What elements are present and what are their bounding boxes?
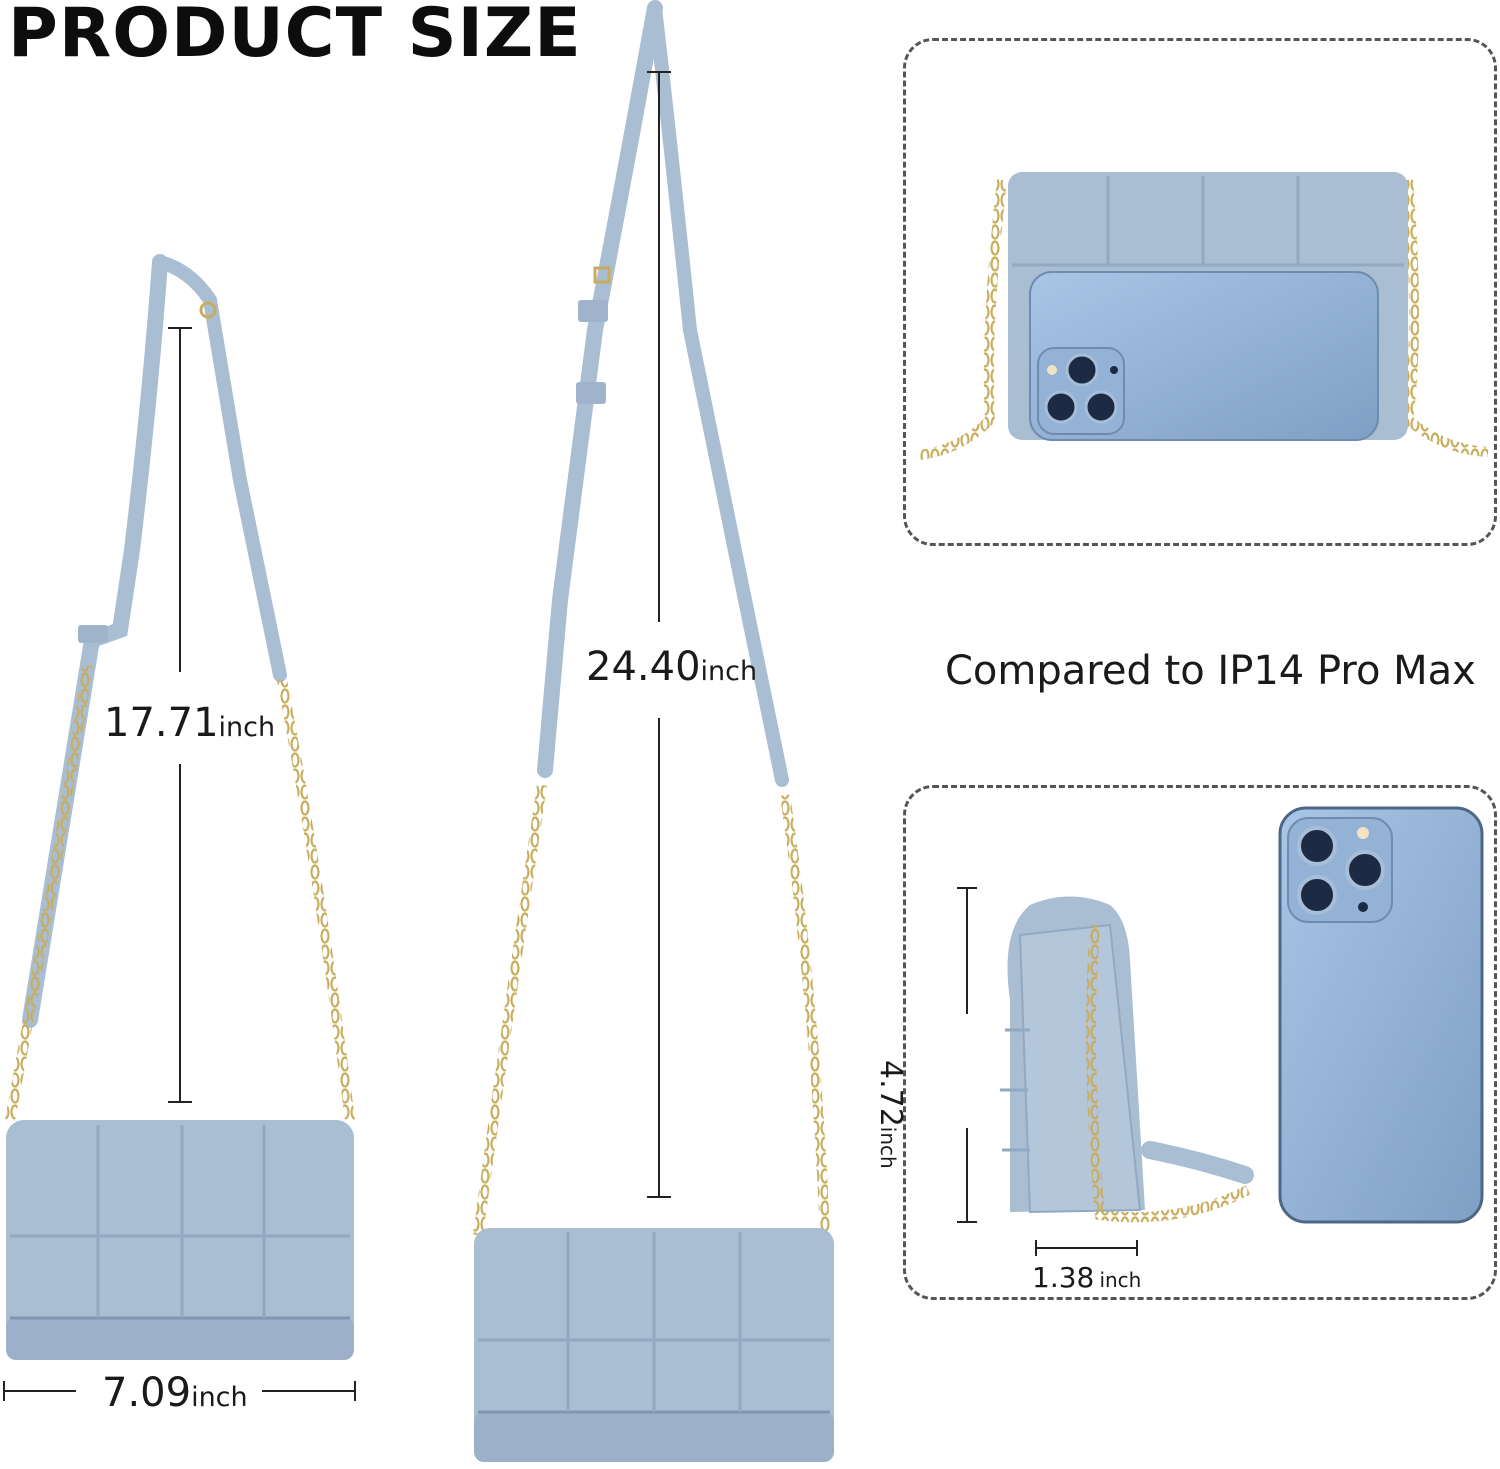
height-unit: inch bbox=[876, 1126, 900, 1169]
side-view-panel bbox=[903, 785, 1497, 1300]
depth-unit: inch bbox=[1099, 1268, 1142, 1292]
depth-value: 1.38 bbox=[1032, 1261, 1095, 1294]
strap-short-value: 17.71 bbox=[104, 700, 219, 746]
strap-long-dimension: 24.40inch bbox=[586, 644, 757, 690]
left-bag bbox=[5, 254, 355, 1360]
strap-short-unit: inch bbox=[218, 712, 276, 743]
width-value: 7.09 bbox=[102, 1370, 192, 1416]
height-value: 4.72 bbox=[873, 1060, 908, 1127]
width-dimension: 7.09inch bbox=[102, 1370, 248, 1416]
depth-dimension: 1.38 inch bbox=[1032, 1261, 1141, 1294]
dimension-lines bbox=[3, 71, 1138, 1401]
center-bag bbox=[473, 0, 834, 1462]
comparison-label: Compared to IP14 Pro Max bbox=[945, 648, 1476, 694]
page-title: PRODUCT SIZE bbox=[8, 0, 582, 73]
bag-with-phone bbox=[919, 172, 1489, 460]
strap-long-unit: inch bbox=[700, 656, 758, 687]
phone-in-bag-panel bbox=[903, 38, 1497, 546]
strap-long-value: 24.40 bbox=[586, 644, 701, 690]
side-bag-and-phone bbox=[1000, 806, 1484, 1224]
strap-short-dimension: 17.71inch bbox=[104, 700, 275, 746]
height-dimension: 4.72inch bbox=[873, 1060, 908, 1169]
width-unit: inch bbox=[191, 1382, 248, 1413]
